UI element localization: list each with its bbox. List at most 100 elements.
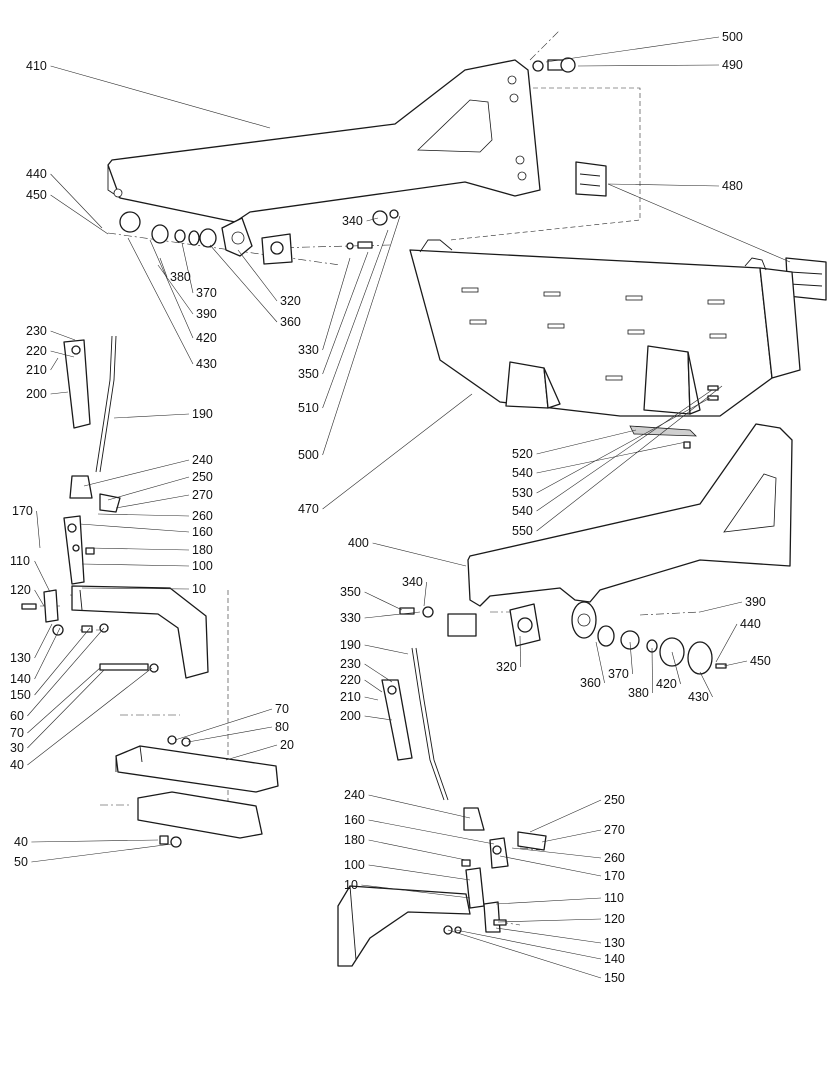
- leader-line-210: [50, 357, 59, 371]
- callout-label-380: 380: [170, 270, 191, 284]
- callout-label-320: 320: [280, 294, 301, 308]
- leader-line-150: [447, 929, 602, 979]
- leader-line-50: [31, 843, 173, 863]
- callout-label-360: 360: [580, 676, 601, 690]
- callout-label-130: 130: [604, 936, 625, 950]
- leader-line-510: [322, 229, 389, 409]
- callout-label-550: 550: [512, 524, 533, 538]
- callout-label-10: 10: [344, 878, 358, 892]
- callout-label-220: 220: [26, 344, 47, 358]
- leader-line-200: [364, 715, 393, 721]
- leader-line-500: [545, 36, 720, 63]
- leader-line-240: [368, 794, 471, 819]
- bracket-480: [575, 161, 827, 301]
- leader-line-270: [115, 494, 190, 509]
- leader-line-210: [364, 696, 379, 701]
- callout-label-190: 190: [340, 638, 361, 652]
- leader-line-80: [187, 726, 273, 743]
- leader-line-100: [81, 563, 190, 567]
- leader-line-180: [89, 547, 190, 551]
- leader-line-140: [455, 929, 602, 960]
- boom-arm-410: [107, 59, 541, 223]
- leader-line-340: [366, 217, 379, 222]
- leader-line-340: [423, 581, 427, 607]
- callout-label-50: 50: [14, 855, 28, 869]
- leader-line-10: [361, 884, 471, 899]
- leader-line-420: [149, 239, 194, 339]
- callout-label-170: 170: [12, 504, 33, 518]
- callout-label-100: 100: [344, 858, 365, 872]
- leader-line-200: [50, 391, 69, 395]
- leader-line-180: [368, 839, 467, 861]
- leader-line-190: [113, 413, 190, 419]
- callout-labels: 4105004904804404503403803703903203604204…: [10, 30, 771, 985]
- leader-line-370: [181, 242, 194, 294]
- callout-label-130: 130: [10, 651, 31, 665]
- leader-line-30: [27, 669, 105, 749]
- callout-label-380: 380: [628, 686, 649, 700]
- callout-label-160: 160: [344, 813, 365, 827]
- callout-label-350: 350: [298, 367, 319, 381]
- leader-line-520: [536, 429, 637, 455]
- assembly-lines: [40, 29, 701, 926]
- leader-line-410: [50, 65, 271, 129]
- callout-label-180: 180: [344, 833, 365, 847]
- callout-label-500: 500: [722, 30, 743, 44]
- callout-label-160: 160: [192, 525, 213, 539]
- callout-label-40: 40: [14, 835, 28, 849]
- leader-line-100: [368, 864, 471, 881]
- callout-label-20: 20: [280, 738, 294, 752]
- callout-label-370: 370: [608, 667, 629, 681]
- callout-label-240: 240: [192, 453, 213, 467]
- leader-line-500: [322, 215, 401, 456]
- callout-label-450: 450: [26, 188, 47, 202]
- leader-line-120: [34, 589, 45, 607]
- callout-label-390: 390: [745, 595, 766, 609]
- leader-line-380: [159, 257, 168, 278]
- leader-line-360: [209, 244, 278, 323]
- callout-label-400: 400: [348, 536, 369, 550]
- leader-line-320: [237, 249, 278, 302]
- leader-line-470: [322, 393, 473, 510]
- leader-line-220: [364, 679, 383, 693]
- leader-line-20: [225, 744, 278, 761]
- callout-label-490: 490: [722, 58, 743, 72]
- leader-line-350: [322, 251, 369, 375]
- leader-line-160: [79, 523, 190, 533]
- callout-label-120: 120: [604, 912, 625, 926]
- leader-line-350: [364, 591, 403, 611]
- leader-line-390: [157, 264, 194, 315]
- leader-line-220: [50, 350, 75, 358]
- leader-line-140: [34, 627, 61, 680]
- callout-label-120: 120: [10, 583, 31, 597]
- leader-line-400: [372, 542, 467, 567]
- callout-label-70: 70: [275, 702, 289, 716]
- leader-line-260: [97, 513, 190, 517]
- callout-label-410: 410: [26, 59, 47, 73]
- leader-line-450: [723, 660, 748, 667]
- leader-line-320: [519, 635, 521, 668]
- callout-label-450: 450: [750, 654, 771, 668]
- leader-line-260: [511, 847, 602, 859]
- callout-label-110: 110: [10, 554, 30, 568]
- chain-assembly-left: [21, 335, 159, 673]
- leader-line-430: [127, 237, 194, 365]
- leader-line-60: [27, 627, 105, 717]
- leader-line-330: [364, 611, 421, 619]
- callout-label-330: 330: [298, 343, 319, 357]
- leader-line-110: [34, 560, 51, 593]
- boom-arm-400: [467, 423, 793, 639]
- leader-line-110: [495, 897, 602, 905]
- callout-label-420: 420: [196, 331, 217, 345]
- callout-label-220: 220: [340, 673, 361, 687]
- blade-470: [409, 239, 801, 449]
- leader-line-530: [536, 397, 711, 494]
- leader-line-230: [50, 330, 76, 341]
- leader-line-490: [577, 64, 720, 67]
- callout-label-520: 520: [512, 447, 533, 461]
- callout-label-140: 140: [604, 952, 625, 966]
- callout-label-200: 200: [26, 387, 47, 401]
- callout-label-150: 150: [604, 971, 625, 985]
- leader-line-230: [364, 663, 393, 683]
